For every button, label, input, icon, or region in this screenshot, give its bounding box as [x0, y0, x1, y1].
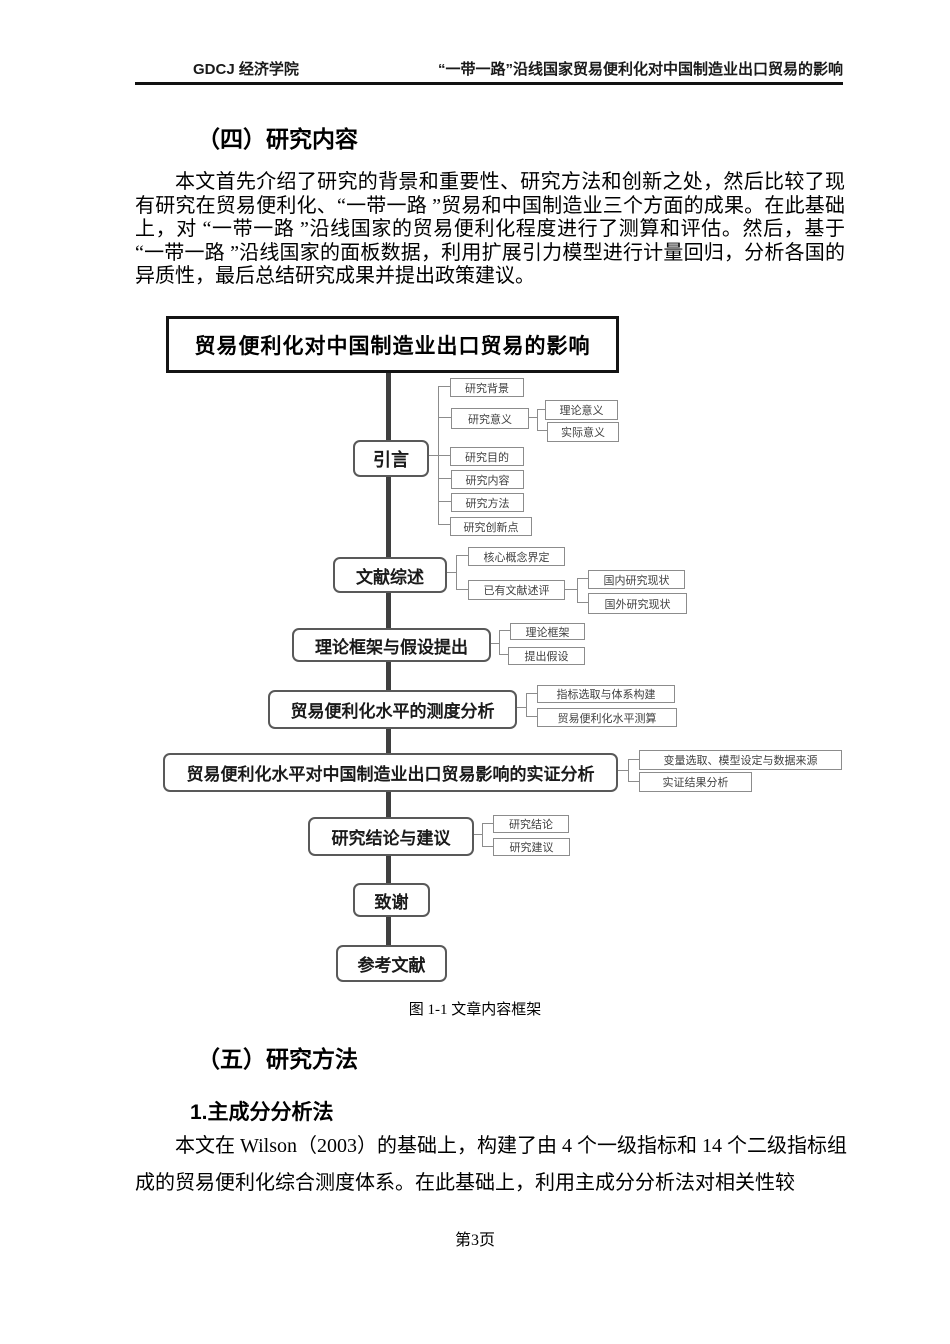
connector-line [438, 386, 450, 387]
diagram-node-research-background: 研究背景 [450, 378, 524, 397]
connector-line [499, 630, 500, 655]
diagram-node-practical-significance: 实际意义 [547, 422, 619, 442]
connector-line [443, 572, 456, 573]
connector-line [537, 409, 538, 431]
connector-line [628, 759, 629, 782]
connector-line [577, 602, 588, 603]
connector-line [577, 578, 588, 579]
diagram-node-research-suggestions: 研究建议 [493, 838, 570, 856]
diagram-node-introduction: 引言 [353, 440, 429, 477]
connector-line [470, 834, 482, 835]
connector-line [628, 781, 639, 782]
diagram-node-research-significance: 研究意义 [451, 408, 529, 429]
connector-line [456, 555, 468, 556]
page-number: 第3页 [454, 1232, 495, 1249]
connector-line [425, 455, 450, 456]
diagram-node-empirical-analysis: 贸易便利化水平对中国制造业出口贸易影响的实证分析 [163, 753, 618, 792]
connector-line [563, 589, 577, 590]
diagram-node-core-concepts: 核心概念界定 [468, 547, 565, 566]
connector-line [537, 409, 545, 410]
diagram-node-domestic-research-status: 国内研究现状 [588, 570, 685, 589]
connector-line [438, 386, 439, 525]
section-4-paragraph: 本文首先介绍了研究的背景和重要性、研究方法和创新之处，然后比较了现有研究在贸易便… [135, 171, 845, 287]
connector-line [526, 693, 537, 694]
diagram-node-acknowledgements: 致谢 [353, 883, 430, 917]
header-left-text: GDCJ 经济学院 [193, 61, 299, 78]
connector-line [577, 578, 578, 603]
header-right-text: “一带一路”沿线国家贸易便利化对中国制造业出口贸易的影响 [437, 61, 843, 78]
section-5-subsection-title: 1.主成分分析法 [190, 1101, 334, 1124]
connector-line [438, 478, 451, 479]
diagram-node-hypotheses: 提出假设 [508, 647, 585, 665]
diagram-node-research-methods: 研究方法 [451, 493, 524, 512]
connector-line [526, 693, 527, 717]
connector-line [499, 630, 510, 631]
section-4-title: （四）研究内容 [197, 126, 358, 152]
diagram-node-theoretical-framework: 理论框架 [510, 623, 585, 640]
connector-line [482, 846, 493, 847]
connector-line [537, 430, 547, 431]
diagram-node-conclusions-suggestions: 研究结论与建议 [308, 817, 474, 856]
diagram-node-theory-and-hypotheses: 理论框架与假设提出 [292, 628, 491, 662]
diagram-node-references: 参考文献 [336, 945, 447, 982]
connector-line [513, 707, 526, 708]
connector-line [482, 823, 493, 824]
diagram-node-variables-model-data: 变量选取、模型设定与数据来源 [639, 750, 842, 770]
diagram-node-research-conclusions: 研究结论 [493, 815, 569, 833]
figure-caption: 图 1-1 文章内容框架 [408, 1002, 542, 1018]
diagram-node-research-purpose: 研究目的 [450, 447, 524, 466]
section-5-paragraph: 本文在 Wilson（2003）的基础上，构建了由 4 个一级指标和 14 个二… [135, 1135, 847, 1194]
connector-line [438, 501, 451, 502]
section-5-title: （五）研究方法 [197, 1046, 358, 1072]
connector-line [456, 555, 457, 589]
header-rule [135, 82, 843, 85]
diagram-node-literature-commentary: 已有文献述评 [468, 580, 565, 600]
connector-line [438, 524, 450, 525]
diagram-node-empirical-results: 实证结果分析 [639, 772, 752, 792]
diagram-node-research-content: 研究内容 [451, 470, 524, 489]
connector-line [487, 643, 499, 644]
diagram-node-measurement-analysis: 贸易便利化水平的测度分析 [268, 690, 517, 729]
connector-line [438, 417, 451, 418]
diagram-node-research-innovations: 研究创新点 [450, 517, 532, 536]
diagram-node-foreign-research-status: 国外研究现状 [588, 593, 687, 614]
connector-line [499, 654, 508, 655]
connector-line [527, 417, 537, 418]
connector-line [482, 823, 483, 847]
diagram-node-indicator-system: 指标选取与体系构建 [537, 685, 675, 703]
diagram-node-facilitation-measurement: 贸易便利化水平测算 [537, 708, 677, 727]
diagram-node-theoretical-significance: 理论意义 [545, 400, 618, 420]
diagram-node-literature-review: 文献综述 [333, 557, 447, 593]
connector-line [526, 716, 537, 717]
connector-line [456, 589, 468, 590]
connector-line [614, 770, 628, 771]
diagram-node-root-title: 贸易便利化对中国制造业出口贸易的影响 [166, 316, 619, 373]
connector-line [628, 759, 639, 760]
